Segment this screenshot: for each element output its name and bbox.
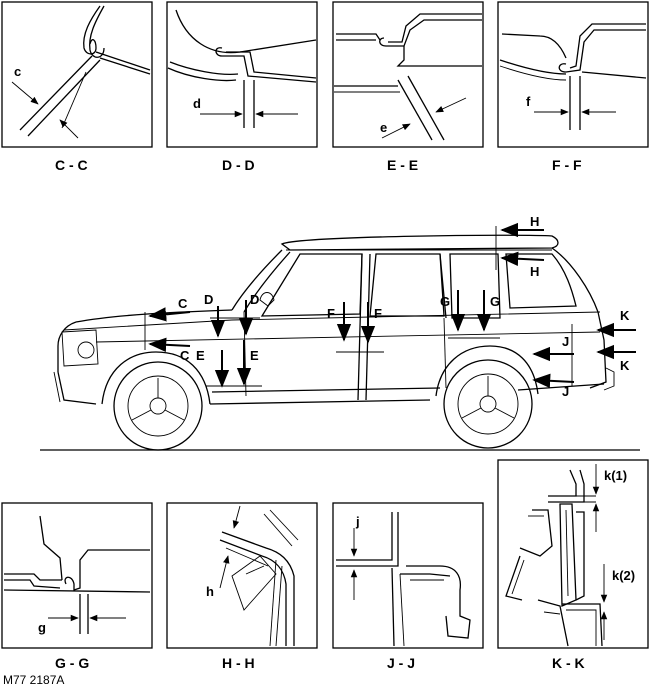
marker-c-upper: C	[178, 296, 188, 311]
marker-f-right: F	[374, 306, 382, 321]
panel-frame	[332, 502, 484, 649]
marker-h-upper: H	[530, 214, 539, 229]
section-d-d: d D - D	[166, 1, 318, 173]
dimension-label: f	[526, 94, 531, 109]
section-caption: E - E	[387, 157, 418, 173]
marker-e-right: E	[250, 348, 259, 363]
vehicle-side-view: C C D D E E F F G G H H J J K K	[40, 214, 640, 451]
dimension-label-k2: k(2)	[612, 568, 635, 583]
figure-reference: M77 2187A	[3, 673, 64, 687]
dimension-label: d	[193, 96, 201, 111]
marker-j-lower: J	[562, 384, 569, 399]
section-caption: H - H	[222, 655, 255, 671]
panel-frame	[1, 1, 153, 148]
marker-k-upper: K	[620, 308, 630, 323]
dimension-label: e	[380, 120, 387, 135]
front-wheel	[113, 361, 203, 451]
dimension-label: j	[355, 514, 360, 529]
panel-frame	[1, 502, 153, 649]
section-caption: J - J	[387, 655, 415, 671]
panel-frame	[166, 1, 318, 148]
section-f-f: f F - F	[497, 1, 649, 173]
marker-g-left: G	[440, 294, 450, 309]
panel-frame	[166, 502, 318, 649]
section-caption: G - G	[55, 655, 89, 671]
marker-e-left: E	[196, 348, 205, 363]
marker-h-lower: H	[530, 264, 539, 279]
dimension-label: h	[206, 584, 214, 599]
section-caption: C - C	[55, 157, 88, 173]
section-j-j: j J - J	[332, 502, 484, 671]
dimension-label-k1: k(1)	[604, 468, 627, 483]
section-c-c: c C - C	[1, 1, 153, 173]
section-k-k: k(1) k(2) K - K	[497, 459, 649, 671]
marker-g-right: G	[490, 294, 500, 309]
panel-frame	[497, 459, 649, 649]
marker-c-lower: C	[180, 348, 190, 363]
section-e-e: e E - E	[332, 1, 484, 173]
section-g-g: g G - G	[1, 502, 153, 671]
marker-j-upper: J	[562, 334, 569, 349]
dimension-label: c	[14, 64, 21, 79]
marker-d-right: D	[250, 292, 259, 307]
dimension-label: g	[38, 620, 46, 635]
marker-f-left: F	[327, 306, 335, 321]
marker-k-lower: K	[620, 358, 630, 373]
section-h-h: h H - H	[166, 502, 318, 671]
section-caption: D - D	[222, 157, 255, 173]
panel-frame	[497, 1, 649, 148]
marker-d-left: D	[204, 292, 213, 307]
section-caption: K - K	[552, 655, 585, 671]
panel-frame	[332, 1, 484, 148]
rear-wheel	[443, 359, 533, 449]
section-caption: F - F	[552, 157, 582, 173]
